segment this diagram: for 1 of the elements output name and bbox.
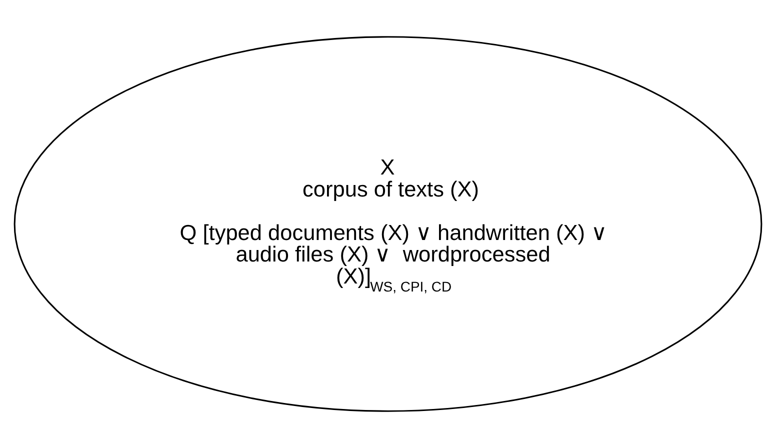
node-ellipse: X corpus of texts (X) Q [typed documents (X) ∨ handwritten (X) ∨ audio files (X) ∨ wordprocessed (X)]$_{WS, CPI, CD}$ — [14, 36, 762, 412]
